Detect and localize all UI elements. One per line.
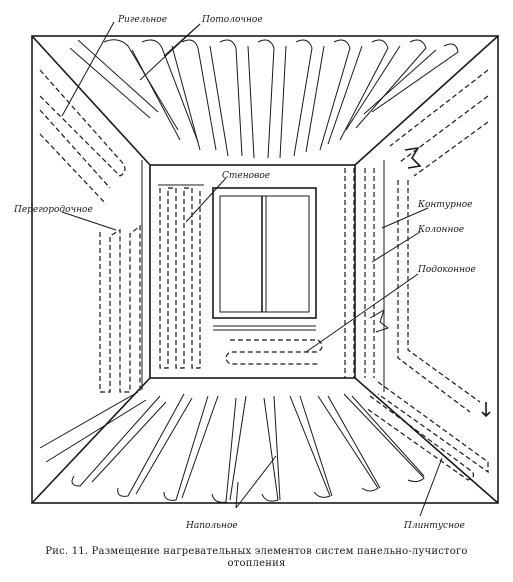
partition-panel xyxy=(99,224,141,393)
label-sill: Подоконное xyxy=(417,265,476,275)
wall-panel xyxy=(158,184,204,369)
rigel-panels xyxy=(39,69,126,205)
back-wall xyxy=(149,164,356,379)
sill-panel xyxy=(225,339,323,365)
label-plinth: Плинтусное xyxy=(403,521,465,531)
label-contour: Контурное xyxy=(417,200,473,210)
caption-line-1: Рис. 11. Размещение нагревательных элеме… xyxy=(45,546,468,557)
label-ceiling: Потолочное xyxy=(201,15,263,25)
contour-panel xyxy=(383,160,481,413)
figure-caption: Рис. 11. Размещение нагревательных элеме… xyxy=(0,546,513,570)
contour-panel-upper-right xyxy=(389,69,489,177)
floor-heating-panels xyxy=(39,391,425,503)
ceiling-heating-panels xyxy=(69,39,459,159)
leader-lines xyxy=(61,21,443,517)
window xyxy=(212,187,317,331)
heating-elements-diagram: Ригельное Потолочное Стеновое Перегородо… xyxy=(13,15,499,531)
left-wall-lines xyxy=(141,160,151,390)
perspective-edges xyxy=(31,35,499,504)
plinth-panel xyxy=(365,381,491,481)
column-panel xyxy=(344,168,390,378)
caption-line-2: отопления xyxy=(227,558,286,569)
label-partition: Перегородочное xyxy=(13,205,93,215)
label-wall: Стеновое xyxy=(222,171,270,181)
label-column: Колонное xyxy=(417,225,464,235)
room-outer-frame xyxy=(31,35,499,504)
label-rigel: Ригельное xyxy=(117,15,167,25)
label-floor: Напольное xyxy=(185,521,238,531)
